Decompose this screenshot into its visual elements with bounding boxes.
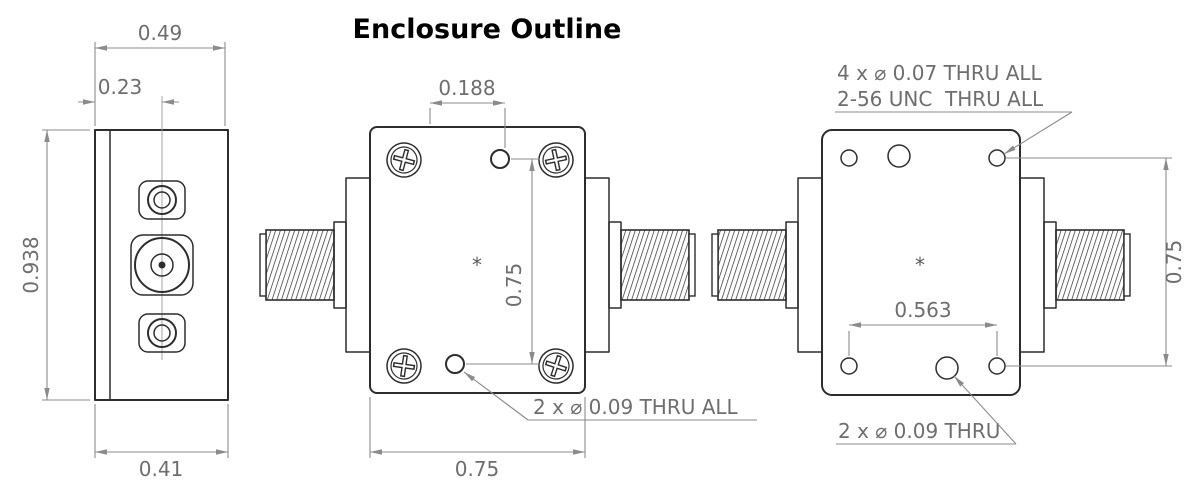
thru-hole-top <box>887 144 911 168</box>
dim-text-body-width: 0.75 <box>455 457 500 481</box>
connector-flange <box>1019 177 1045 353</box>
dim-text-connector-offset: 0.23 <box>98 75 143 99</box>
tapped-hole-note-line2: 2-56 UNC THRU ALL <box>837 87 1044 111</box>
connector-end <box>711 233 719 297</box>
dim-text-overall-height: 0.938 <box>19 236 43 293</box>
threaded-barrel <box>1055 229 1125 301</box>
connector-flange <box>797 177 823 353</box>
thru-hole-bottom <box>935 356 959 380</box>
page-title: Enclosure Outline <box>353 14 622 45</box>
mounting-hole-top <box>490 149 510 169</box>
tapped-hole-top-left <box>840 149 858 167</box>
threaded-barrel <box>717 229 787 301</box>
sma-connector-left <box>711 177 823 353</box>
thru-hole-note: 2 x ⌀ 0.09 THRU ALL <box>463 371 757 421</box>
center-mark: * <box>915 253 925 277</box>
tapped-hole-bottom-right <box>988 357 1006 375</box>
side-view: 0.49 0.23 0.938 0.41 <box>19 21 229 481</box>
connector-flange <box>584 177 610 353</box>
connector-flange <box>345 177 371 353</box>
dim-hole-vspacing: 0.75 <box>466 158 540 365</box>
front-view: * 0.188 0.75 <box>259 76 757 481</box>
connector-collar <box>333 221 347 309</box>
tapped-hole-top-right <box>988 149 1006 167</box>
dim-overall-width: 0.49 <box>94 21 226 126</box>
tapped-hole-note: 4 x ⌀ 0.07 THRU ALL 2-56 UNC THRU ALL <box>835 61 1073 155</box>
coax-connector-top <box>138 180 186 220</box>
thru-hole-note-back-text: 2 x ⌀ 0.09 THRU <box>838 419 1000 443</box>
phillips-screw-bottom-left <box>386 348 422 384</box>
dim-text-overall-width: 0.49 <box>138 21 183 45</box>
dim-overall-height: 0.938 <box>19 129 90 401</box>
connector-end <box>259 233 267 297</box>
phillips-screw-top-right <box>538 142 574 178</box>
dim-body-width: 0.75 <box>369 397 586 481</box>
tapped-hole-note-line1: 4 x ⌀ 0.07 THRU ALL <box>837 61 1043 85</box>
dim-text-base-width: 0.41 <box>139 457 184 481</box>
dim-text-hole-offset: 0.188 <box>438 76 495 100</box>
back-view: * 4 x ⌀ 0.07 THRU ALL 2-56 UNC THRU ALL <box>711 61 1186 445</box>
thru-hole-note-back: 2 x ⌀ 0.09 THRU <box>836 375 1017 445</box>
dim-text-hole-vspacing: 0.75 <box>502 263 526 308</box>
sma-connector-right <box>584 177 696 353</box>
dim-text-hole-vspacing-back: 0.75 <box>1162 240 1186 285</box>
dim-hole-vspacing-back: 0.75 <box>1006 157 1186 367</box>
phillips-screw-bottom-right <box>538 348 574 384</box>
dim-hole-hspacing: 0.563 <box>848 298 998 356</box>
enclosure-side-body <box>94 129 229 401</box>
sma-connector-left <box>259 177 371 353</box>
threaded-barrel <box>620 229 690 301</box>
phillips-screw-top-left <box>386 142 422 178</box>
dim-text-hole-hspacing: 0.563 <box>894 298 951 322</box>
connector-collar <box>1043 221 1057 309</box>
tapped-hole-bottom-left <box>840 357 858 375</box>
center-mark: * <box>472 253 482 277</box>
threaded-barrel <box>265 229 335 301</box>
connector-end <box>688 233 696 297</box>
connector-end <box>1123 233 1131 297</box>
sma-connector-right <box>1019 177 1131 353</box>
dim-hole-offset: 0.188 <box>429 76 506 148</box>
dim-base-width: 0.41 <box>94 404 229 481</box>
dim-connector-offset: 0.23 <box>78 75 179 105</box>
thru-hole-note-text: 2 x ⌀ 0.09 THRU ALL <box>533 395 739 419</box>
mounting-hole-bottom <box>445 354 465 374</box>
sma-connector-center <box>130 234 194 296</box>
connector-collar <box>785 221 799 309</box>
connector-collar <box>608 221 622 309</box>
coax-connector-bottom <box>138 313 186 353</box>
